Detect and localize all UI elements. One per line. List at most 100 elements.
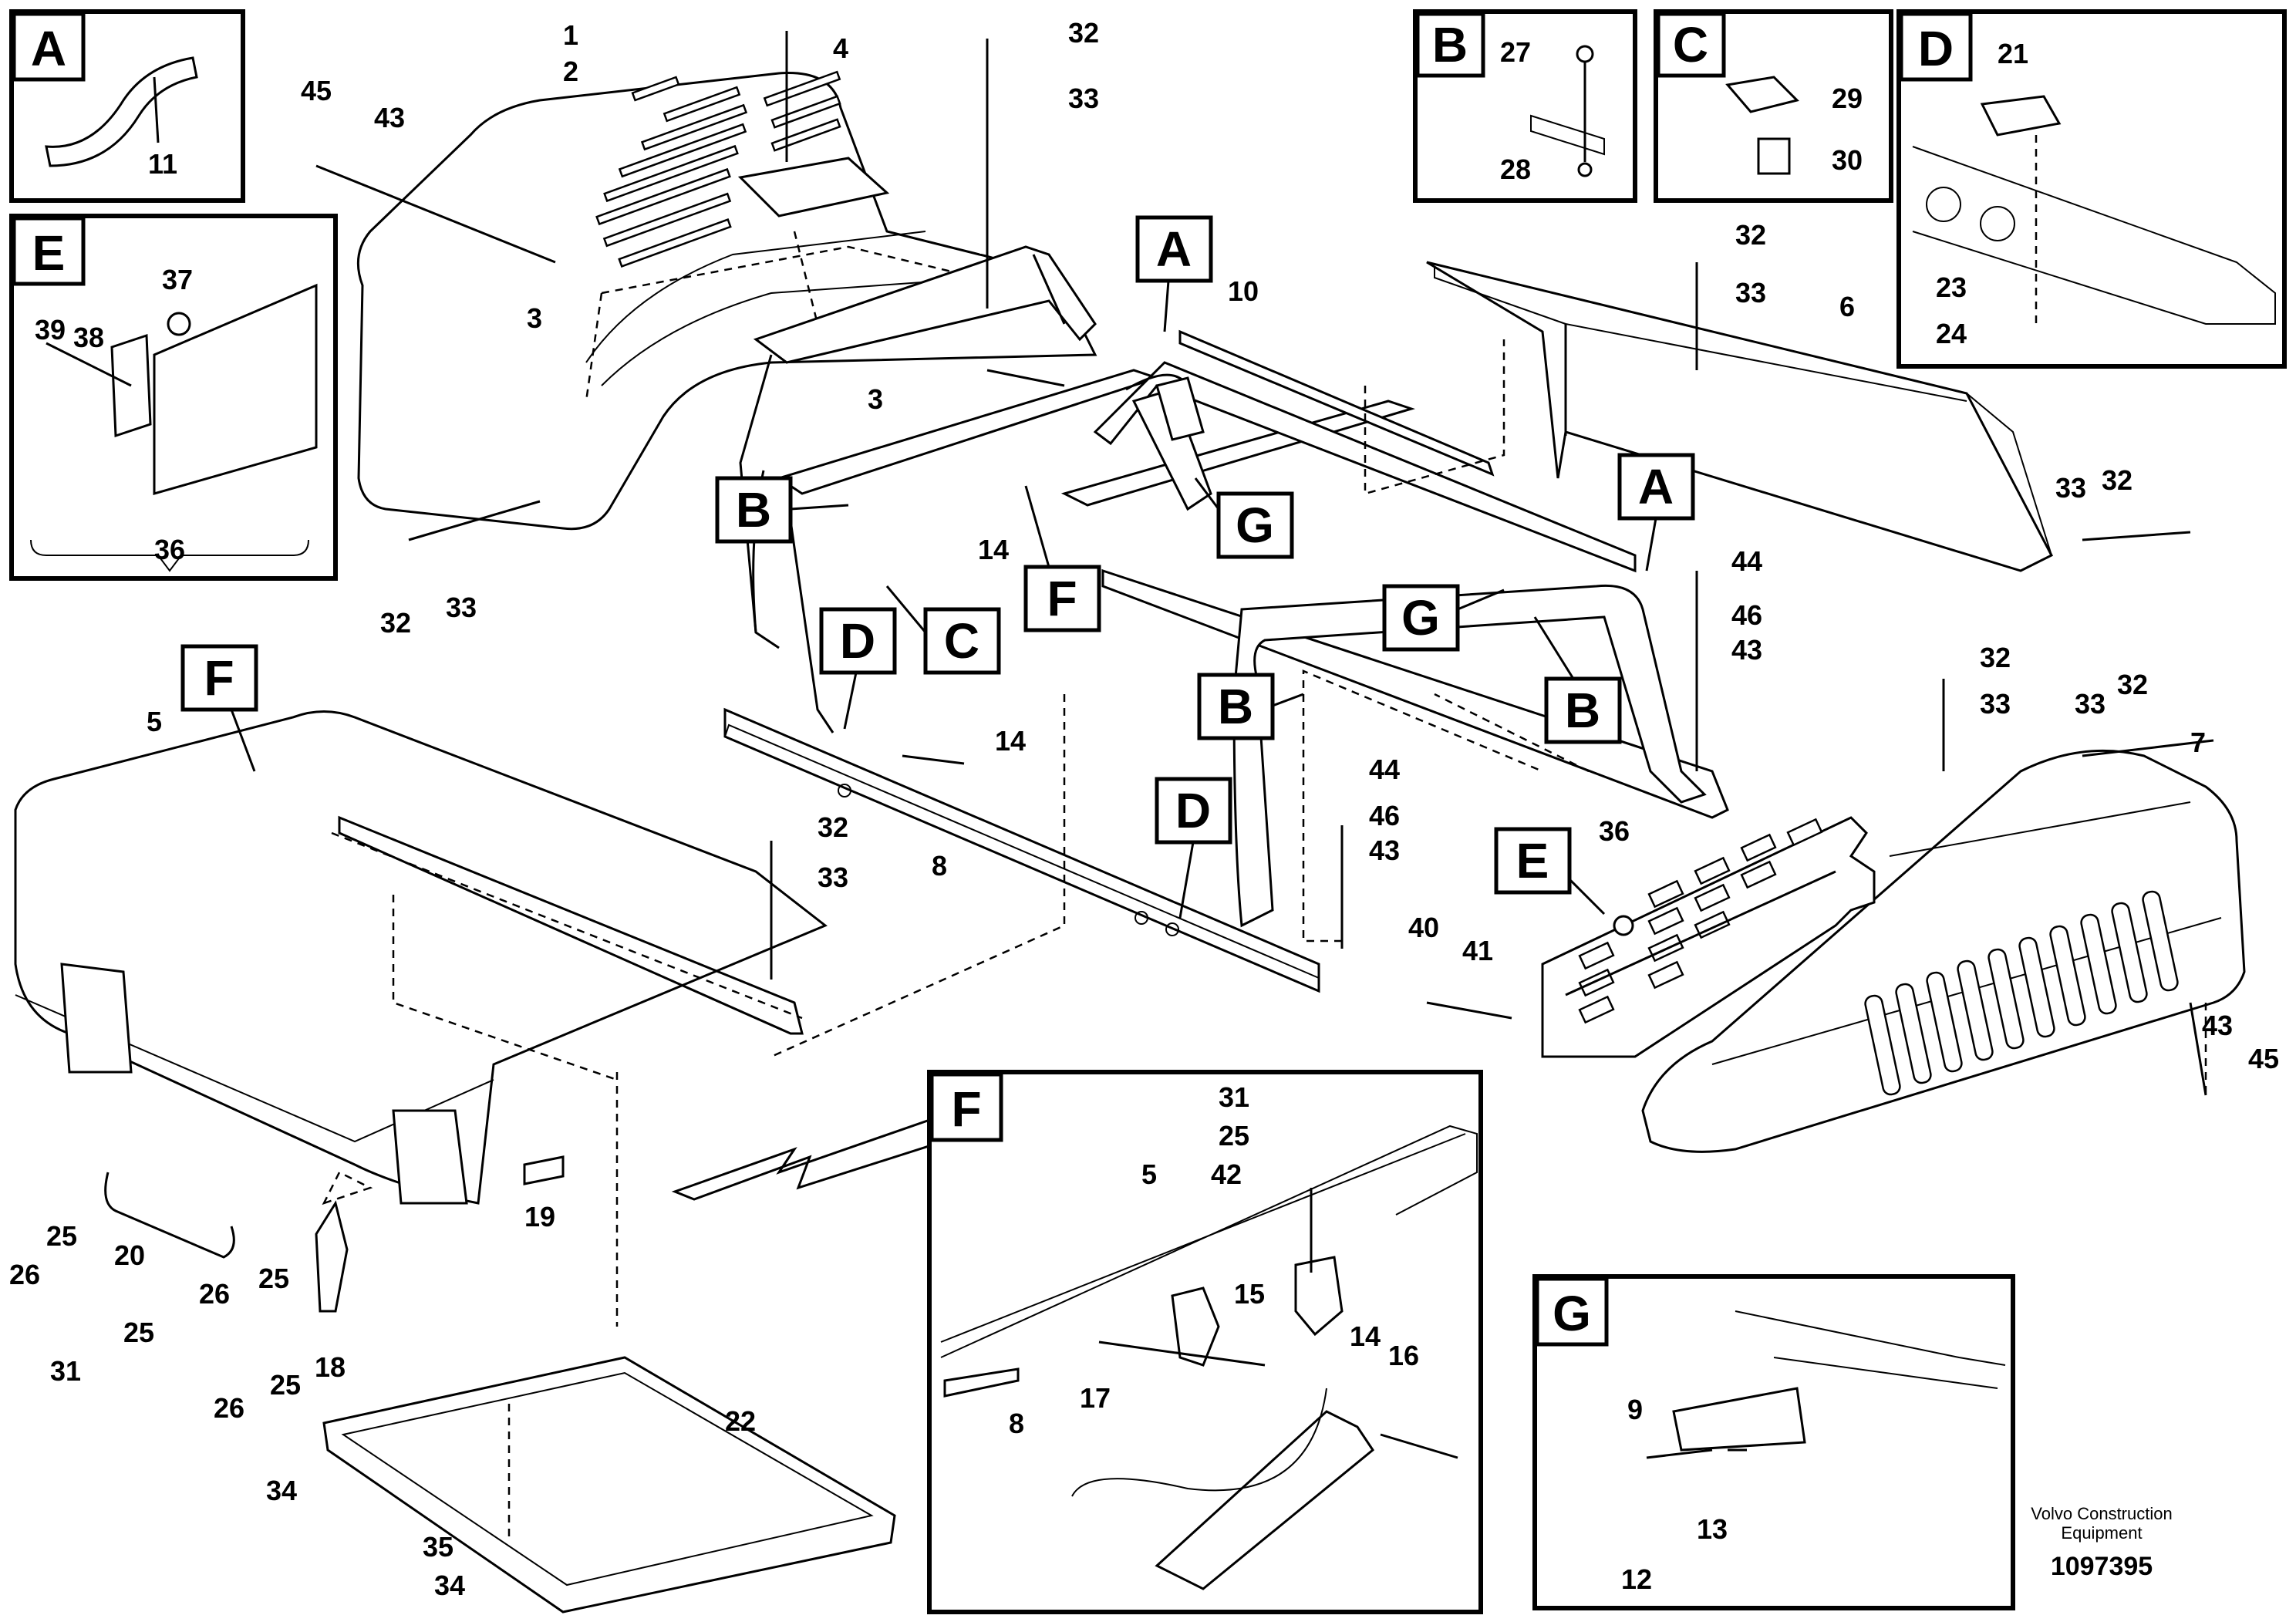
part-label: 25 — [270, 1369, 301, 1401]
part-label: 25 — [46, 1220, 77, 1252]
inset-b: B 27 28 — [1413, 9, 1637, 203]
clip-29 — [1725, 76, 1799, 113]
svg-text:42: 42 — [1211, 1158, 1242, 1190]
upper-right-cover — [1426, 261, 2054, 572]
svg-text:9: 9 — [1627, 1394, 1643, 1425]
fasteners — [315, 31, 2214, 1543]
svg-text:14: 14 — [1350, 1320, 1381, 1352]
callout-box-b-mid: B — [1197, 673, 1304, 740]
part-label: 36 — [1599, 815, 1630, 847]
part-label: 7 — [2190, 727, 2206, 758]
part-label: 43 — [1731, 634, 1762, 666]
part-label: 32 — [2102, 464, 2132, 496]
grommet-37 — [167, 312, 191, 336]
part-label: 8 — [932, 850, 947, 882]
svg-text:G: G — [1553, 1286, 1591, 1341]
callout-box-e: E — [1494, 827, 1606, 916]
part-label: 43 — [1369, 835, 1400, 866]
callout-box-d: D — [819, 607, 897, 730]
svg-text:24: 24 — [1936, 318, 1967, 349]
arm-14 — [1155, 1410, 1375, 1590]
svg-text:G: G — [1401, 590, 1440, 646]
inset-e: E 37 39 38 36 — [9, 214, 338, 581]
part-label: 33 — [1068, 83, 1099, 114]
part-label: 19 — [524, 1201, 555, 1233]
part-label: 18 — [315, 1351, 346, 1383]
callout-box-a-right: A — [1617, 453, 1695, 572]
part-label: 44 — [1369, 754, 1400, 785]
part-label: 46 — [1369, 800, 1400, 831]
callout-box-f-left: F — [180, 644, 258, 772]
svg-text:D: D — [840, 613, 875, 669]
svg-text:37: 37 — [162, 264, 193, 295]
callout-box-g: G — [1194, 477, 1294, 559]
svg-text:F: F — [204, 650, 234, 706]
part-number-labels: 1 2 3 3 4 32 33 45 43 32 33 10 6 32 33 3… — [9, 17, 2279, 1601]
part-label: 20 — [114, 1239, 145, 1271]
right-cover-vents — [1864, 890, 2179, 1096]
svg-text:16: 16 — [1388, 1340, 1419, 1371]
part-label: 10 — [1228, 275, 1259, 307]
svg-text:E: E — [32, 225, 66, 281]
svg-text:13: 13 — [1697, 1513, 1728, 1545]
svg-text:38: 38 — [73, 322, 104, 353]
svg-text:B: B — [1432, 17, 1468, 73]
inset-d: D 21 23 24 — [1896, 9, 2287, 369]
part-label: 14 — [978, 534, 1009, 565]
part-label: 25 — [258, 1263, 289, 1294]
svg-text:29: 29 — [1832, 83, 1863, 114]
document-number: 1097395 — [2051, 1552, 2153, 1581]
part-label: 35 — [423, 1531, 453, 1563]
part-label: 33 — [2055, 472, 2086, 504]
inset-c: C 29 30 — [1654, 9, 1893, 203]
plate-19 — [523, 1155, 565, 1185]
part-label: 31 — [50, 1355, 81, 1387]
part-label: 32 — [1735, 219, 1766, 251]
callout-box-d-mid: D — [1155, 777, 1232, 919]
part-label: 4 — [833, 32, 848, 64]
bolt-30 — [1757, 137, 1791, 175]
central-frame — [752, 361, 1729, 928]
part-label: 5 — [147, 706, 162, 737]
svg-text:F: F — [1047, 571, 1077, 626]
svg-text:D: D — [1175, 783, 1211, 838]
block-21 — [1980, 95, 2062, 137]
part-label: 6 — [1839, 291, 1855, 322]
part-label: 2 — [563, 56, 578, 87]
svg-text:23: 23 — [1936, 271, 1967, 303]
part-label: 46 — [1731, 599, 1762, 631]
inset-a: A 11 — [9, 9, 245, 203]
callout-box-c: C — [885, 585, 1001, 675]
svg-text:28: 28 — [1500, 153, 1531, 185]
part-label: 32 — [380, 607, 411, 639]
svg-text:A: A — [31, 21, 66, 76]
inset-g: G 9 12 13 — [1532, 1274, 2015, 1610]
svg-text:27: 27 — [1500, 36, 1531, 68]
svg-text:39: 39 — [35, 314, 66, 346]
seal-strip-10 — [1178, 329, 1495, 477]
svg-text:25: 25 — [1219, 1120, 1249, 1152]
part-label: 22 — [725, 1405, 756, 1437]
part-label: 40 — [1408, 912, 1439, 943]
part-label: 33 — [1735, 277, 1766, 309]
svg-text:36: 36 — [154, 534, 185, 565]
callout-box-g-right: G — [1382, 584, 1505, 652]
svg-text:E: E — [1516, 833, 1549, 889]
svg-text:15: 15 — [1234, 1278, 1265, 1310]
lower-right-cover — [1641, 749, 2246, 1153]
hinge-mount — [1294, 1256, 1344, 1337]
svg-text:17: 17 — [1080, 1382, 1111, 1414]
callout-box-a: A — [1135, 215, 1213, 332]
hinge-9 — [1672, 1387, 1806, 1452]
upper-hood-left — [356, 70, 1097, 531]
svg-text:30: 30 — [1832, 144, 1863, 176]
svg-text:31: 31 — [1219, 1081, 1249, 1113]
callout-box-f: F — [1023, 485, 1101, 632]
grille-36 — [1541, 816, 1876, 1058]
part-label: 33 — [1980, 688, 2011, 720]
part-label: 45 — [301, 75, 332, 106]
part-label: 32 — [1980, 642, 2011, 673]
upper-hood-frame — [739, 245, 1097, 649]
main-assembly-drawing — [14, 31, 2246, 1614]
